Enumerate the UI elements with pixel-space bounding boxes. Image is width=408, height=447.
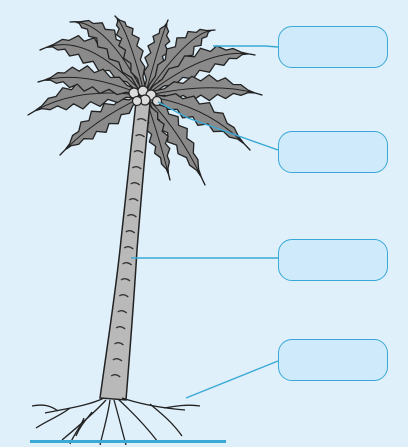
label-box-roots[interactable]	[278, 339, 388, 381]
root-6	[114, 400, 126, 445]
label-box-fruit[interactable]	[278, 131, 388, 173]
root-10	[164, 405, 200, 408]
root-5	[100, 400, 110, 445]
bottom-rule	[30, 440, 226, 443]
root-3	[62, 400, 106, 440]
root-12	[76, 412, 92, 436]
root-11	[32, 405, 58, 411]
palm-roots	[32, 398, 200, 445]
pointer-line-roots	[186, 361, 278, 398]
pointer-line-leaves	[213, 46, 278, 47]
root-8	[122, 398, 185, 410]
label-box-trunk[interactable]	[278, 239, 388, 281]
label-box-leaves[interactable]	[278, 26, 388, 68]
palm-trunk	[100, 102, 150, 400]
